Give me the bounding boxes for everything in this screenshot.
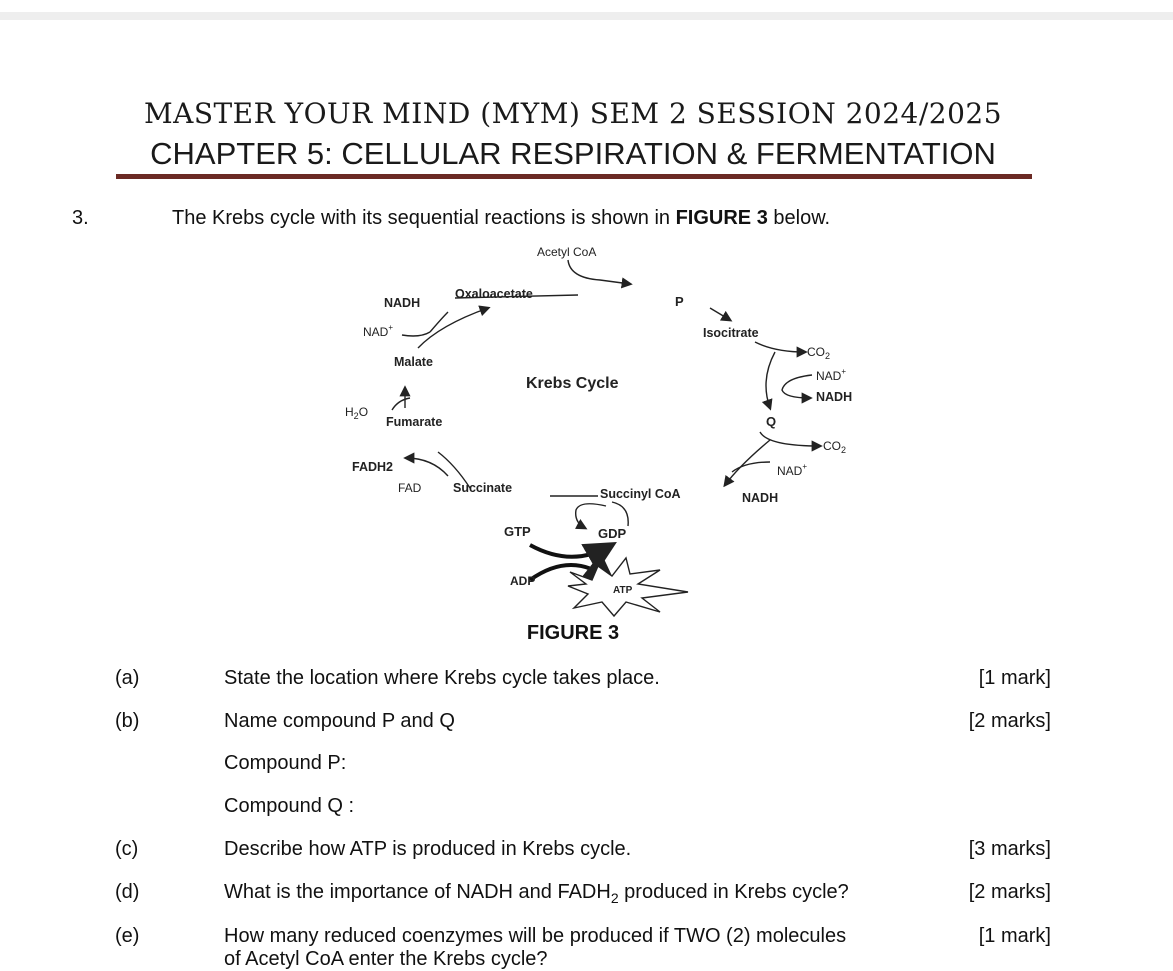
item-d-text: What is the importance of NADH and FADH2… [224,881,849,906]
krebs-cycle-figure: Acetyl CoA Oxaloacetate P Isocitrate CO2… [345,245,852,618]
label-atp: ATP [613,585,633,596]
label-h2o: H2O [345,405,368,421]
item-e-label: (e) [115,925,140,947]
figure-caption: FIGURE 3 [526,622,620,644]
item-a-marks: [1 mark] [978,667,1051,689]
item-b-label: (b) [115,710,140,732]
document-header-title: MASTER YOUR MIND (MYM) SEM 2 SESSION 202… [143,97,1003,130]
compound-q-line: Compound Q : [224,795,355,817]
label-q: Q [766,414,776,429]
item-c-marks: [3 marks] [968,838,1051,860]
label-gdp: GDP [598,526,627,541]
item-e-marks: [1 mark] [978,925,1051,947]
item-d-subscript: 2 [610,890,619,906]
question-number: 3. [72,207,89,229]
label-fad: FAD [398,481,422,495]
item-b-marks: [2 marks] [968,710,1051,732]
top-strip [0,12,1173,20]
label-nadh-left: NADH [384,296,420,310]
question-intro-text: The Krebs cycle with its sequential reac… [172,207,676,229]
question-intro: The Krebs cycle with its sequential reac… [172,207,830,230]
label-co2-lower: CO2 [823,439,846,455]
label-succinyl-coa: Succinyl CoA [600,487,681,501]
label-nadh-lower: NADH [742,491,778,505]
chapter-title: CHAPTER 5: CELLULAR RESPIRATION & FERMEN… [150,136,996,171]
item-d-label: (d) [115,881,140,903]
item-d-text-start: What is the importance of NADH and FADH [224,881,611,903]
label-oxaloacetate: Oxaloacetate [455,287,533,301]
item-e-text: How many reduced coenzymes will be produ… [224,925,847,947]
item-b-text: Name compound P and Q [224,710,455,732]
label-acetyl-coa: Acetyl CoA [537,245,596,259]
label-succinate: Succinate [453,481,512,495]
item-c-label: (c) [115,838,139,860]
label-p: P [675,294,684,309]
item-d-marks: [2 marks] [968,881,1051,903]
label-fumarate: Fumarate [386,415,442,429]
item-c-text: Describe how ATP is produced in Krebs cy… [224,838,632,860]
label-isocitrate: Isocitrate [703,326,759,340]
question-intro-tail: below. [767,207,831,229]
label-co2-top: CO2 [807,345,830,361]
label-nadh-right: NADH [816,390,852,404]
item-a-text: State the location where Krebs cycle tak… [224,667,660,689]
label-adp: ADP [510,574,535,588]
item-a-label: (a) [115,667,140,689]
item-d-text-end: produced in Krebs cycle? [618,881,849,903]
question-intro-figure-ref: FIGURE 3 [675,207,768,229]
label-nad-plus-right: NAD+ [816,367,846,383]
label-krebs-cycle: Krebs Cycle [526,375,619,392]
label-fadh2: FADH2 [352,460,393,474]
item-e-text-line2: of Acetyl CoA enter the Krebs cycle? [224,948,548,970]
label-nad-plus-left: NAD+ [363,323,393,339]
label-nad-plus-lower: NAD+ [777,462,807,478]
header-rule [116,174,1032,179]
label-malate: Malate [394,355,433,369]
compound-p-line: Compound P: [224,752,347,774]
label-gtp: GTP [504,524,531,539]
